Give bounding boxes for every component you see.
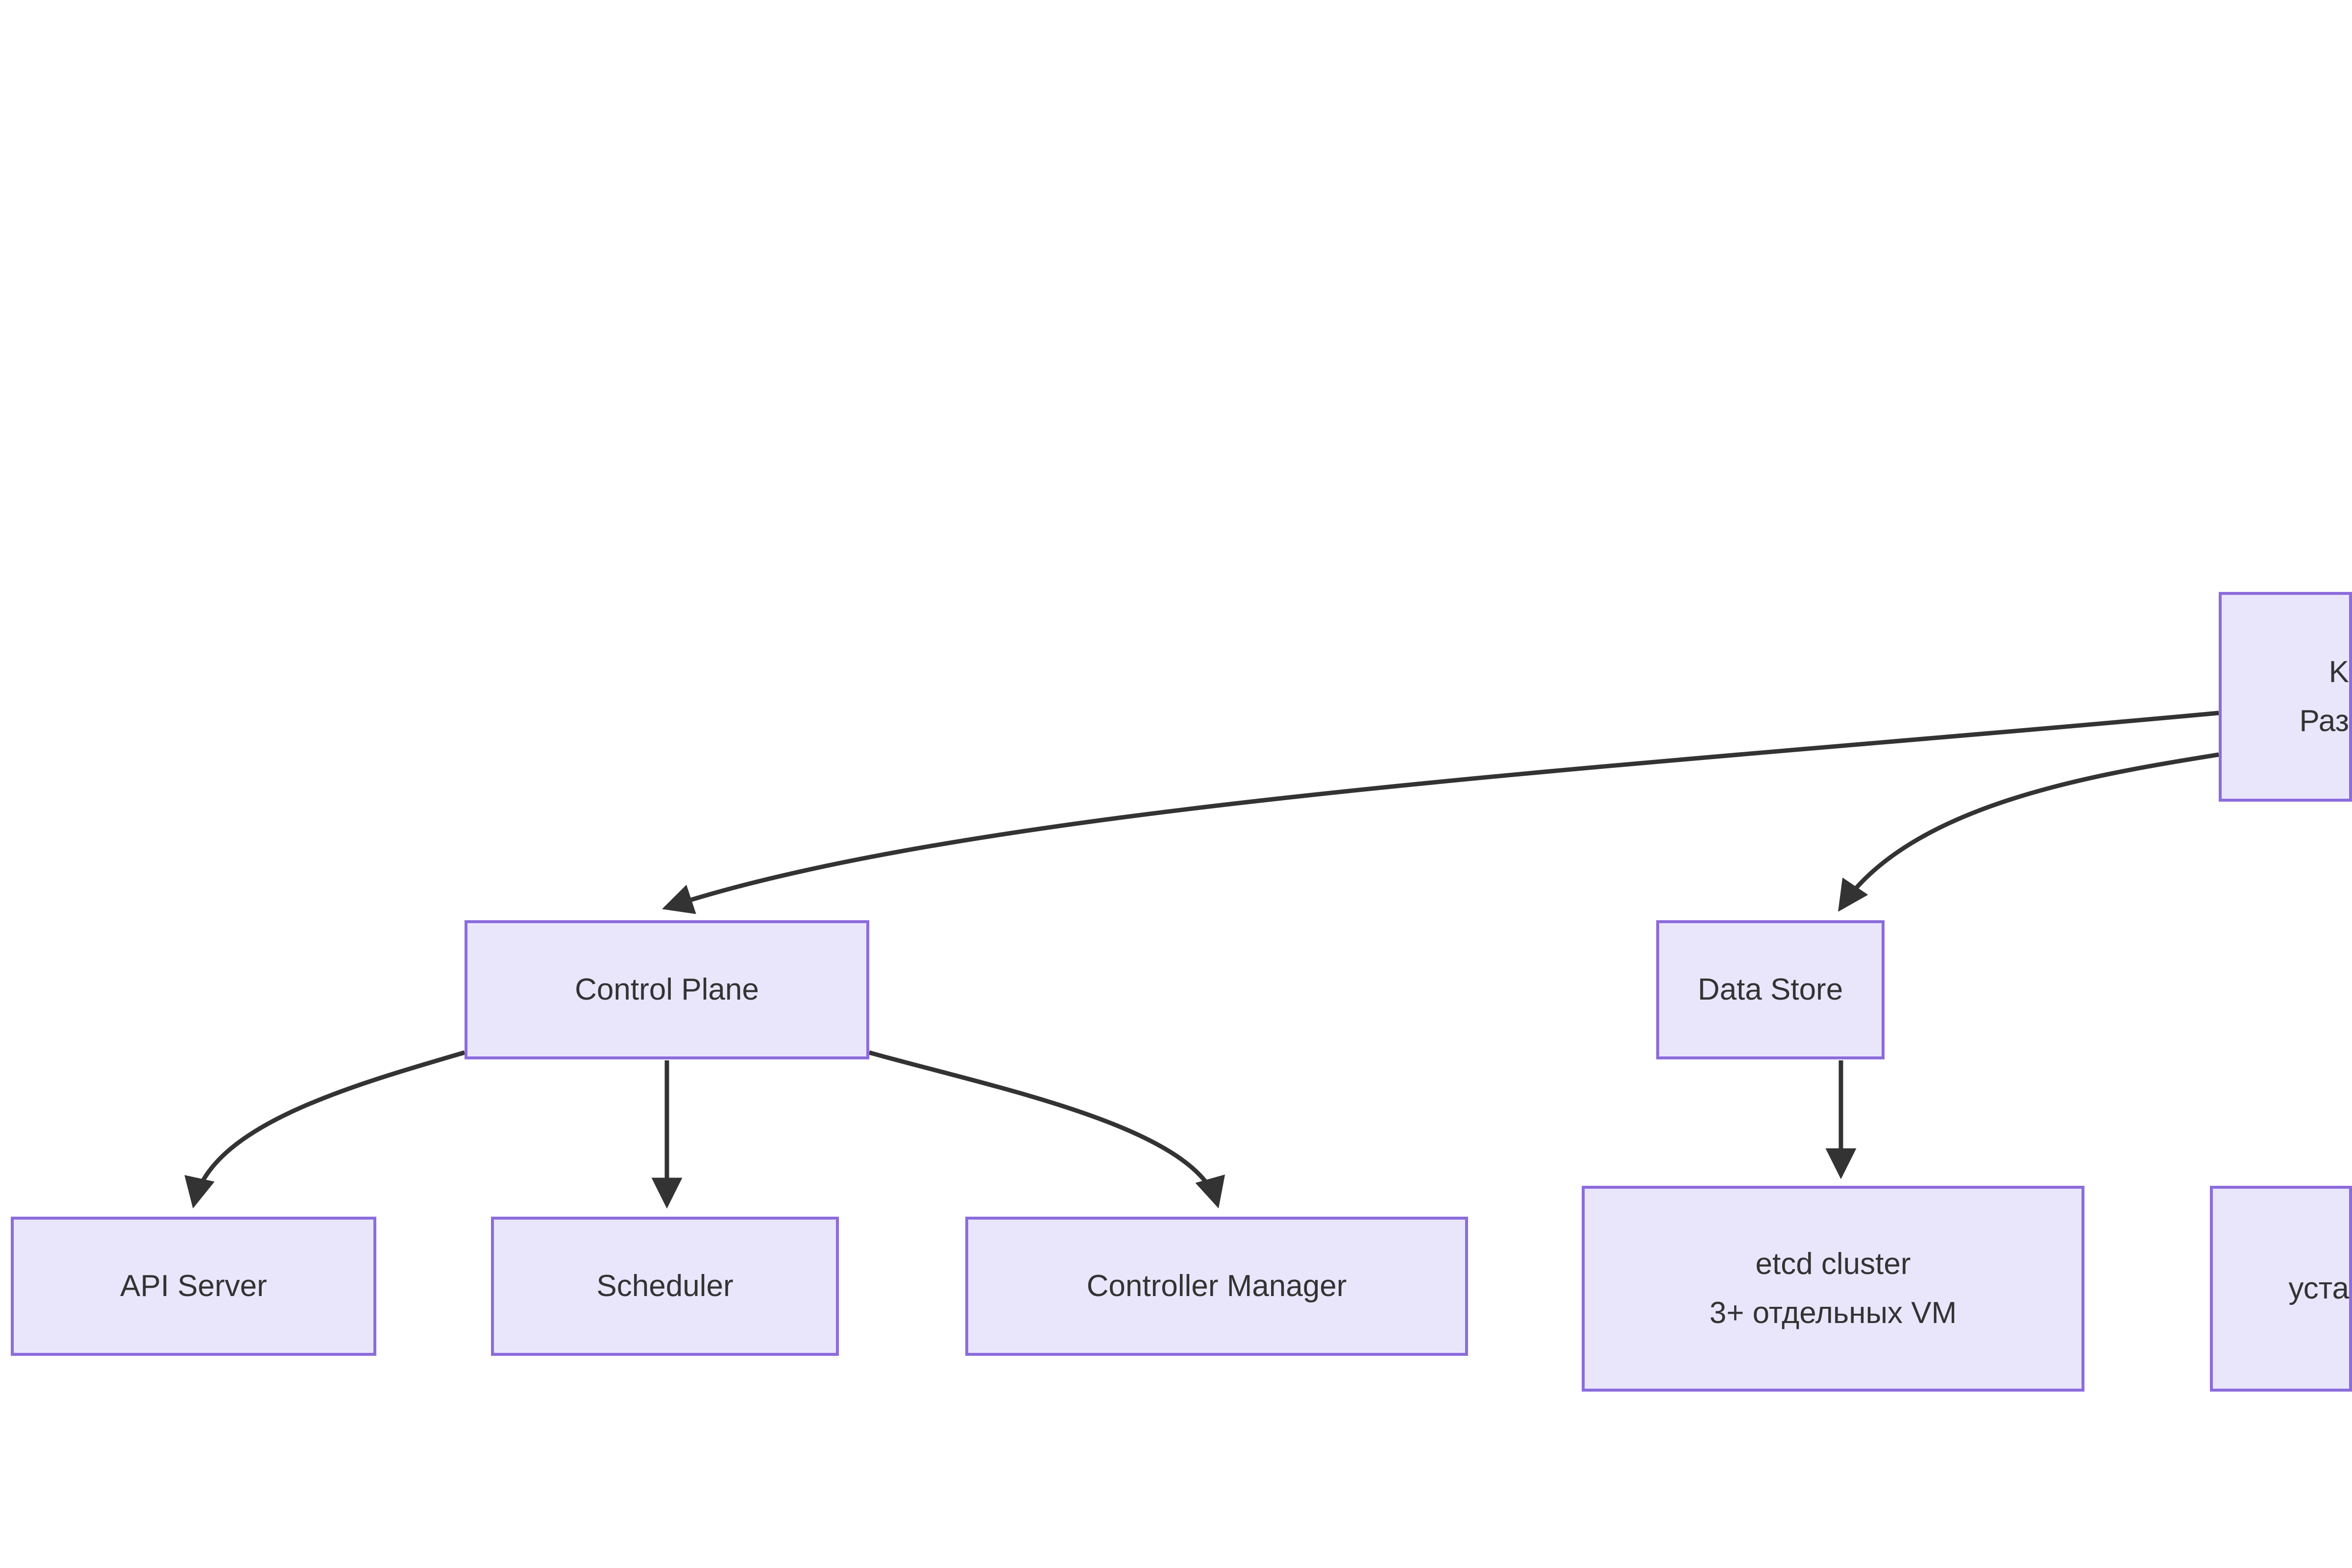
node-label-line1: Controller Manager — [1086, 1269, 1347, 1303]
node-label-line2: Раз — [2299, 704, 2349, 738]
edge-control-plane-to-api-server — [184, 1050, 466, 1209]
edge-root-to-data-store — [1838, 752, 2219, 912]
node-controller-manager[interactable]: Controller Manager — [965, 1217, 1468, 1356]
edge-root-to-control-plane — [662, 710, 2219, 914]
node-label-line1: Scheduler — [596, 1269, 734, 1303]
node-api-server[interactable]: API Server — [11, 1217, 376, 1356]
node-label-line1: уста — [2288, 1271, 2350, 1305]
node-label-line1: etcd cluster — [1755, 1247, 1911, 1281]
node-label-line1: API Server — [120, 1269, 267, 1303]
node-kubernetes-root[interactable]: K Раз — [2219, 592, 2352, 802]
node-label-line1: K — [2328, 655, 2349, 689]
node-install-requirements[interactable]: уста — [2210, 1186, 2352, 1392]
node-data-store[interactable]: Data Store — [1656, 920, 1885, 1059]
node-scheduler[interactable]: Scheduler — [491, 1217, 839, 1356]
node-control-plane[interactable]: Control Plane — [465, 920, 869, 1059]
edge-control-plane-to-controller-manager — [868, 1050, 1225, 1209]
node-label-line2: 3+ отдельных VM — [1709, 1296, 1957, 1330]
node-label-line1: Control Plane — [575, 972, 759, 1006]
node-label-line1: Data Store — [1697, 972, 1843, 1006]
node-etcd-cluster[interactable]: etcd cluster 3+ отдельных VM — [1582, 1186, 2084, 1392]
